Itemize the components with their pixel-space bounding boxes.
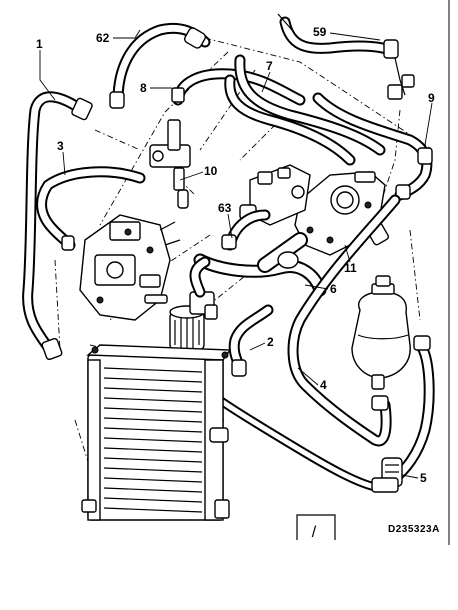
callout-6: 6 xyxy=(330,282,337,296)
callout-4: 4 xyxy=(320,378,327,392)
thermostat-housing xyxy=(149,119,191,209)
hose-2 xyxy=(228,304,274,377)
callout-11: 11 xyxy=(344,261,357,275)
callouts: 1 62 8 7 59 9 3 10 63 11 6 2 4 5 xyxy=(36,25,435,485)
callout-1: 1 xyxy=(36,37,43,51)
callout-9: 9 xyxy=(428,91,435,105)
callout-10: 10 xyxy=(204,164,218,178)
injection-pump xyxy=(79,214,181,321)
hose-4 xyxy=(287,194,401,447)
callout-7: 7 xyxy=(266,59,273,73)
callout-3: 3 xyxy=(57,139,64,153)
expansion-tank-hose xyxy=(389,335,435,484)
callout-59: 59 xyxy=(313,25,327,39)
hose-3 xyxy=(36,166,146,251)
hose-7 xyxy=(224,54,386,166)
hose-5-connector xyxy=(371,457,403,493)
view-marker: / xyxy=(296,514,336,541)
hose-1 xyxy=(22,91,93,361)
radiator-core xyxy=(103,367,203,513)
radiator xyxy=(81,344,232,521)
leader-lines xyxy=(39,29,433,479)
oil-filter xyxy=(169,291,218,351)
reference-code: D235323A xyxy=(388,524,440,535)
view-marker-glyph: / xyxy=(312,524,317,541)
hose-6 xyxy=(193,232,327,297)
callout-63: 63 xyxy=(218,201,232,215)
callout-62: 62 xyxy=(96,31,110,45)
hose-59 xyxy=(277,13,415,100)
callout-2: 2 xyxy=(267,335,274,349)
callout-8: 8 xyxy=(140,81,147,95)
hose-62 xyxy=(109,22,211,109)
expansion-tank xyxy=(351,275,411,390)
callout-5: 5 xyxy=(420,471,427,485)
bypass-hose xyxy=(189,256,211,298)
hose-63 xyxy=(221,209,271,251)
hose-8 xyxy=(171,68,306,106)
hose-9 xyxy=(312,92,433,201)
